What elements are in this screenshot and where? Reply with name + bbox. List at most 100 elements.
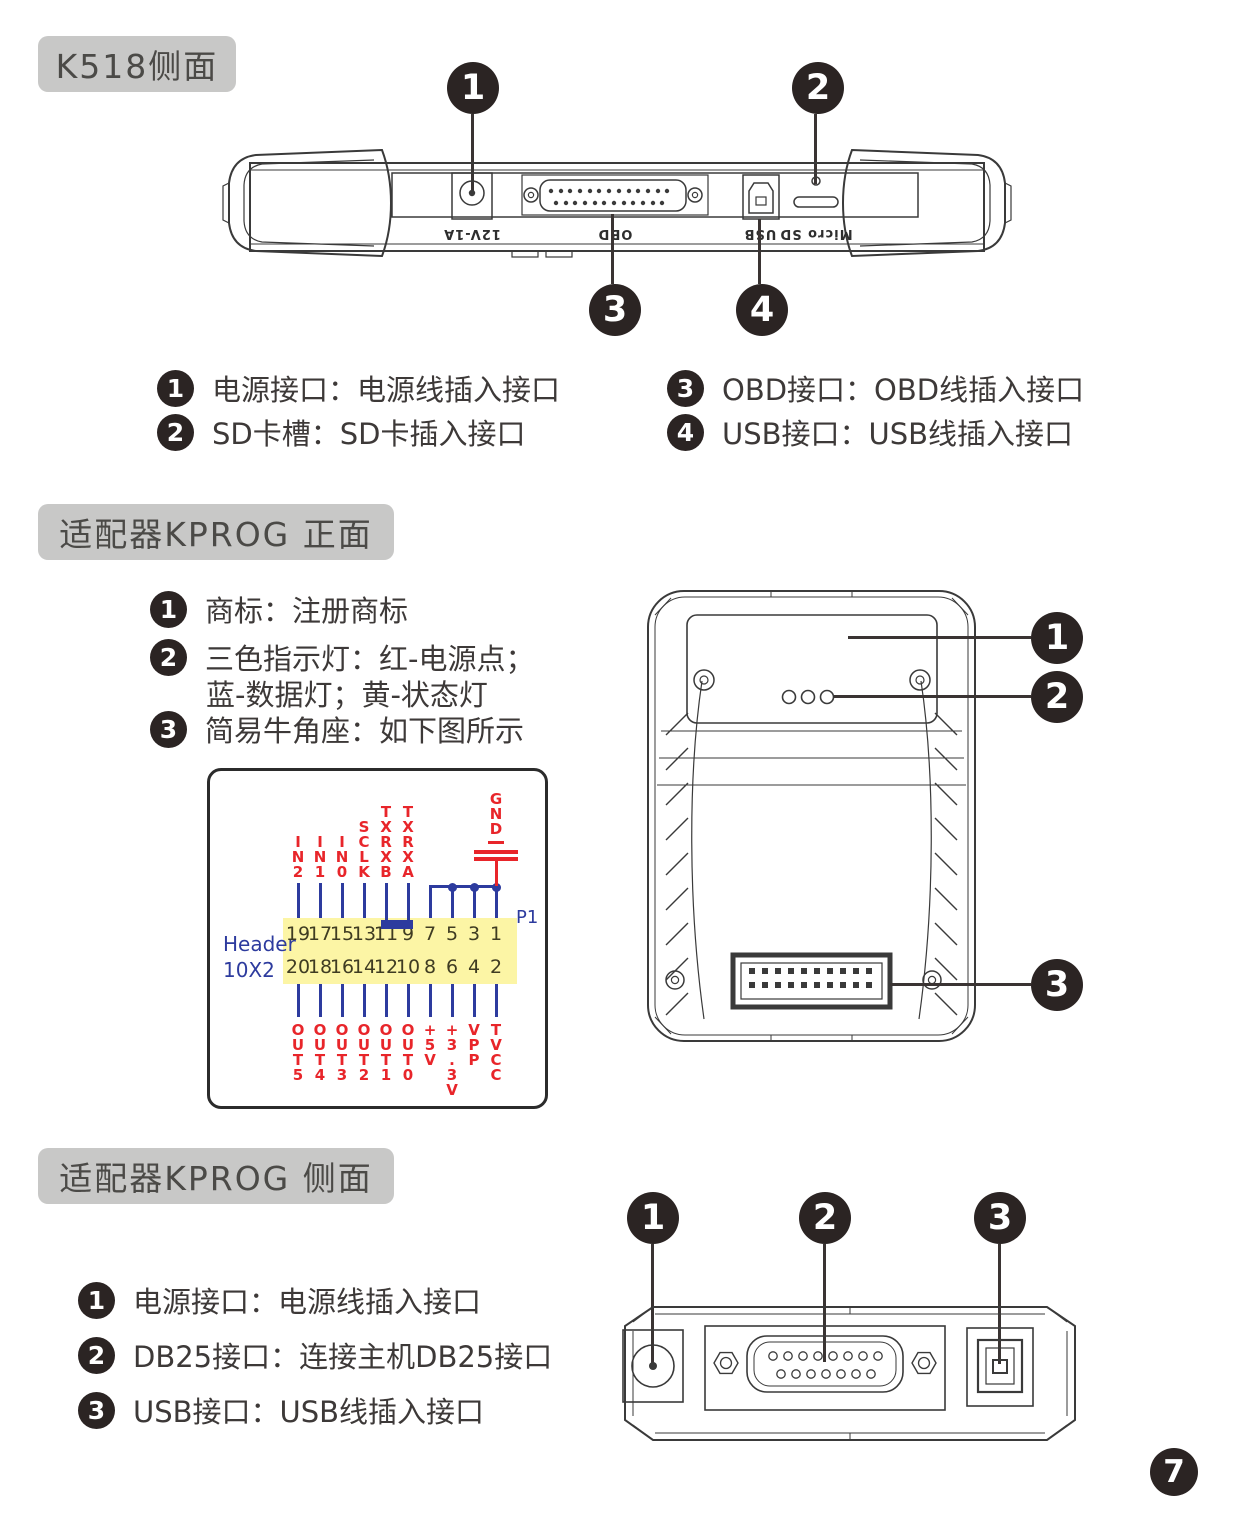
pin-number-top: 17 xyxy=(307,923,333,945)
port-label-obd: OBD xyxy=(597,226,633,241)
callout-number: 1 xyxy=(640,1197,666,1238)
k518-side-view-diagram xyxy=(222,147,1012,259)
leader-line-kprog-side-1 xyxy=(651,1244,654,1366)
legend-item-db25: 2 DB25接口：连接主机DB25接口 xyxy=(78,1334,552,1376)
legend-number-badge: 2 xyxy=(157,413,194,451)
callout-number: 1 xyxy=(1044,617,1070,658)
callout-number: 4 xyxy=(749,289,775,330)
leader-line-kprog-side-2 xyxy=(823,1244,826,1362)
legend-text: 电源接口：电源线插入接口 xyxy=(133,1285,482,1319)
legend-number-badge: 3 xyxy=(667,369,704,407)
pin-number-top: 7 xyxy=(423,923,437,945)
legend-text: 简易牛角座：如下图所示 xyxy=(205,714,525,748)
callout-kprog-side-1: 1 xyxy=(627,1192,679,1244)
pin-wire xyxy=(450,885,454,918)
section-title-kprog-front: 适配器KPROG 正面 xyxy=(38,504,394,560)
kprog-side-drawing xyxy=(622,1306,1076,1441)
pin-number-bottom: 8 xyxy=(423,956,437,978)
legend-item-usb-kprog: 3 USB接口：USB线插入接口 xyxy=(78,1389,484,1431)
pin-wire xyxy=(494,984,498,1017)
callout-number: 3 xyxy=(987,1197,1013,1238)
legend-number-badge: 2 xyxy=(150,638,187,676)
legend-number-badge: 1 xyxy=(150,590,187,628)
leader-line-kprog-side-3 xyxy=(998,1244,1001,1364)
legend-number-badge: 4 xyxy=(667,413,704,451)
port-label-power: 12V-1A xyxy=(443,226,501,241)
kprog-side-view-diagram xyxy=(595,1300,1105,1448)
gnd-symbol-bar xyxy=(474,857,518,861)
legend-number-badge: 3 xyxy=(78,1391,115,1429)
junction-dot xyxy=(491,882,501,892)
pin-number-bottom: 16 xyxy=(329,956,355,978)
gnd-symbol-bar xyxy=(488,841,504,844)
legend-item-indicator: 2 三色指示灯：红-电源点； xyxy=(150,636,534,678)
legend-item-usb: 4 USB接口：USB线插入接口 xyxy=(667,411,1073,453)
pin-wire xyxy=(450,984,454,1017)
header-label-line2: 10X2 xyxy=(223,958,275,982)
pin-number-top: 19 xyxy=(285,923,311,945)
leader-line-k518-4 xyxy=(758,219,761,284)
pin-wire xyxy=(296,883,300,918)
legend-number-badge: 3 xyxy=(150,710,187,748)
callout-number: 2 xyxy=(1044,676,1070,717)
pin-wire xyxy=(340,984,344,1017)
callout-kprog-side-2: 2 xyxy=(799,1192,851,1244)
pin-number-top: 1 xyxy=(489,923,503,945)
pin-number-bottom: 2 xyxy=(489,956,503,978)
legend-item-power-kprog: 1 电源接口：电源线插入接口 xyxy=(78,1279,481,1321)
pin-number-bottom: 12 xyxy=(373,956,399,978)
pin-wire xyxy=(362,883,366,918)
callout-kprog-front-2: 2 xyxy=(1031,671,1083,723)
callout-number: 1 xyxy=(460,67,486,108)
legend-item-sd: 2 SD卡槽：SD卡插入接口 xyxy=(157,411,525,453)
callout-kprog-side-3: 3 xyxy=(974,1192,1026,1244)
callout-kprog-front-1: 1 xyxy=(1031,612,1083,664)
gnd-symbol-bar xyxy=(474,850,518,854)
header-label-line1: Header xyxy=(223,932,296,956)
pin-wire xyxy=(318,984,322,1017)
pin-wire xyxy=(406,883,410,923)
gnd-riser xyxy=(494,859,498,886)
pin-number-band xyxy=(283,918,517,984)
callout-k518-4: 4 xyxy=(736,284,788,336)
pin-wire xyxy=(340,883,344,918)
pin-number-bottom: 20 xyxy=(285,956,311,978)
page-number: 7 xyxy=(1163,1454,1185,1490)
connector-label-p1: P1 xyxy=(516,907,539,928)
pin-number-top: 13 xyxy=(351,923,377,945)
junction-dot xyxy=(447,882,457,892)
pin-wire xyxy=(472,885,476,918)
legend-text: SD卡槽：SD卡插入接口 xyxy=(212,417,526,451)
pin-number-bottom: 6 xyxy=(445,956,459,978)
pin-number-bottom: 4 xyxy=(467,956,481,978)
leader-line-kprog-front-2 xyxy=(834,695,1031,698)
junction-dot xyxy=(469,882,479,892)
legend-text: 电源接口：电源线插入接口 xyxy=(212,373,561,407)
leader-line-kprog-front-1 xyxy=(848,636,1031,639)
pin-jumper xyxy=(381,920,413,929)
pin-number-bottom: 14 xyxy=(351,956,377,978)
leader-line-k518-1 xyxy=(471,114,474,194)
leader-line-k518-2 xyxy=(814,114,817,184)
pin-wire xyxy=(384,883,388,923)
legend-text: OBD接口：OBD线插入接口 xyxy=(722,373,1085,407)
pin-number-bottom: 10 xyxy=(395,956,421,978)
pin-wire xyxy=(296,984,300,1017)
legend-text: USB接口：USB线插入接口 xyxy=(133,1395,485,1429)
kprog-front-drawing xyxy=(647,590,976,1042)
legend-item-header-socket: 3 简易牛角座：如下图所示 xyxy=(150,708,524,750)
legend-item-power: 1 电源接口：电源线插入接口 xyxy=(157,367,560,409)
